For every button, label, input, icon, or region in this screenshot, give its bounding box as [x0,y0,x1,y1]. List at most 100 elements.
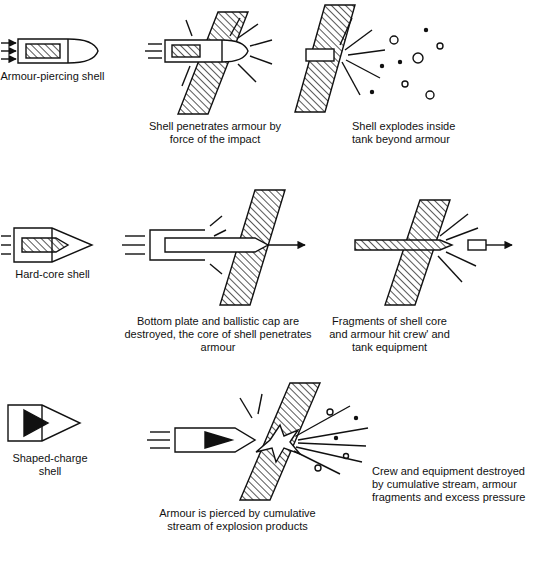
illustration-part [240,398,252,418]
illustration-part [175,428,255,452]
caption-text: Hard-core shell [0,268,105,281]
illustration-part [296,406,350,436]
caption-text: Crew and equipment destroyed by cumulati… [372,465,527,504]
illustration-part [18,39,98,63]
illustration-part [468,240,486,250]
illustration-part [250,56,272,64]
illustration-part [348,50,385,55]
illustration-part [298,443,366,446]
shell-exploding [295,5,443,112]
cumulative-stream [147,383,368,500]
caption-label: Shell penetrates armour by force of the … [145,120,285,146]
illustration-part [381,65,384,68]
caption-label: Shell explodes inside tank beyond armour [352,120,462,146]
illustration-part [1,5,512,500]
illustration-part [67,39,68,63]
illustration-part [413,53,423,63]
illustration-part [250,40,272,46]
illustration-part [355,240,452,250]
illustration-part [150,431,170,432]
shell-penetrating-armour [145,12,272,114]
illustration-part [147,439,170,440]
caption-label: Hard-core shell [0,268,105,281]
illustration-part [335,437,338,440]
illustration-part [148,43,162,44]
hard-core-shell [1,228,92,262]
illustration-part [150,447,170,448]
illustration-part [294,451,340,474]
illustration-part [371,91,374,94]
illustration-part [296,447,362,462]
illustration-part [315,465,321,471]
caption-label: Crew and equipment destroyed by cumulati… [372,465,527,504]
illustration-part [345,30,372,50]
illustration-part [426,91,434,99]
caption-label: Armour is pierced by cumulative stream o… [145,507,330,533]
illustration-part [1,50,16,51]
illustration-part [1,253,11,254]
illustration-part [178,12,248,114]
illustration-part [258,394,262,414]
illustration-part [425,29,428,32]
illustration-part [165,238,268,252]
illustration-part [390,36,398,44]
illustration-part [14,228,92,262]
caption-label: Armour-piercing shell [0,70,105,83]
illustration-part [1,244,11,245]
illustration-part [438,256,462,282]
shaped-charge-shell [8,405,80,441]
illustration-part [51,228,52,262]
illustration-part [1,58,16,59]
illustration-part [256,425,300,462]
caption-text: Armour-piercing shell [0,70,105,83]
caption-text: Armour is pierced by cumulative stream o… [145,507,330,533]
illustration-part [327,409,333,415]
illustration-part [437,43,443,49]
illustration-part [486,244,512,245]
illustration-part [41,405,42,441]
illustration-part [1,42,16,43]
illustration-part [24,410,48,436]
illustration-part [8,405,80,441]
illustration-part [238,64,256,82]
illustration-part [145,50,162,51]
illustration-part [172,45,200,57]
illustration-part [214,230,226,236]
illustration-part [295,5,355,112]
caption-text: Shell penetrates armour by force of the … [145,120,285,146]
illustration-part [186,20,192,36]
caption-text: Fragments of shell core and armour hit c… [322,315,457,354]
caption-label: Bottom plate and ballistic cap are destr… [118,315,318,354]
caption-label: Shaped-charge shell [0,452,100,478]
illustration-part [446,228,478,240]
illustration-part [22,238,68,252]
illustration-part [340,18,352,45]
illustration-part [446,252,476,266]
illustration-part [306,49,334,61]
illustration-part [1,235,11,236]
caption-text: Shell explodes inside tank beyond armour [352,120,462,146]
caption-label: Fragments of shell core and armour hit c… [322,315,457,354]
core-fragments [355,200,512,305]
armour-piercing-shell [1,39,98,63]
illustration-part [182,66,190,86]
illustration-part [346,60,380,78]
illustration-part [238,24,258,38]
illustration-part [210,264,222,274]
illustration-part [205,432,232,448]
illustration-part [385,200,450,305]
illustration-part [125,253,145,254]
illustration-part [125,235,145,236]
illustration-part [230,18,240,36]
illustration-part [210,216,222,226]
illustration-part [342,62,360,95]
illustration-part [399,61,402,64]
illustration-part [268,244,305,245]
illustration-part [26,44,60,58]
illustration-part [148,57,162,58]
illustration-part [165,40,248,62]
caption-text: Shaped-charge shell [0,452,100,478]
illustration-part [355,417,358,420]
caption-text: Bottom plate and ballistic cap are destr… [118,315,318,354]
